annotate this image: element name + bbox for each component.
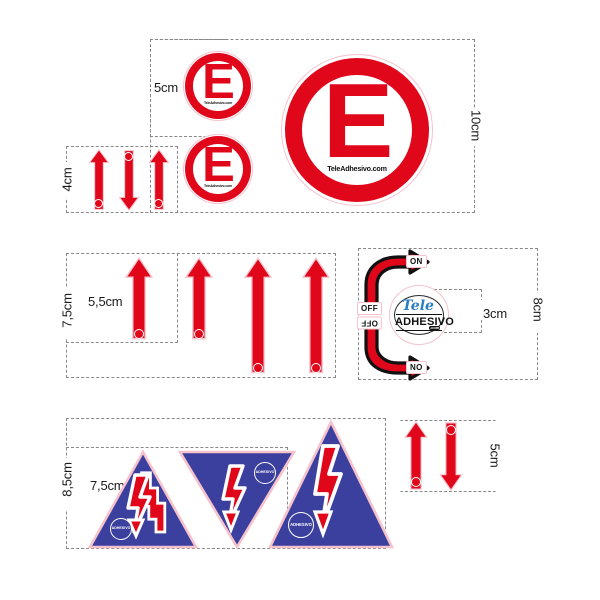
mask-5cm	[144, 72, 158, 106]
logo-badge-dot	[95, 200, 102, 207]
arrow-down-1[interactable]	[118, 149, 140, 212]
logo-badge	[411, 477, 421, 487]
logo-badge-label: ADHESIVO	[255, 470, 275, 475]
e-brand-text: TeleAdhesivo.com	[203, 101, 233, 105]
dim-label-5cm: 5cm	[154, 80, 178, 95]
pair-arrow-up-svg	[404, 420, 428, 490]
pair-arrow-down-svg	[439, 422, 463, 492]
tall-arrow-3-svg	[243, 257, 273, 374]
triangle-left[interactable]: ADHESIVO	[87, 449, 199, 550]
logo-rule-top	[396, 314, 442, 316]
logo-badge-triangle: ADHESIVO	[288, 512, 314, 538]
arrow-up-2[interactable]	[148, 148, 170, 211]
mask-3cm	[478, 300, 512, 320]
mask-75cm-bottom	[86, 458, 134, 478]
logo-badge-dot	[312, 364, 320, 372]
e-letter: E	[322, 62, 394, 180]
logo-badge-label: ADHESIVO	[290, 521, 312, 527]
logo-oval-border	[394, 295, 444, 335]
dim-label-8cm: 8cm	[530, 297, 546, 322]
e-ring-inner	[302, 75, 412, 185]
e-sign-small-top[interactable]: E TeleAdhesivo.com	[183, 51, 253, 121]
logo-badge-dot	[195, 330, 203, 338]
dim-label-55cm: 5,5cm	[88, 294, 123, 309]
tall-arrow-1[interactable]	[124, 255, 154, 343]
logo-rule-bottom	[396, 330, 442, 332]
triangle-middle[interactable]: ADHESIVO	[177, 450, 297, 550]
logo-badge	[154, 199, 163, 208]
mask-10cm	[468, 108, 482, 146]
tall-arrow-3[interactable]	[243, 255, 273, 377]
logo-tele-text: Tele	[402, 298, 434, 314]
e-ring-inner	[193, 144, 243, 194]
pair-arrow-up[interactable]	[403, 420, 429, 491]
dim-label-85cm: 8,5cm	[59, 462, 75, 497]
e-sign-small-bottom[interactable]: E TeleAdhesivo.com	[183, 134, 253, 204]
arrow-up-2-svg	[148, 148, 170, 210]
triangle-right[interactable]: ADHESIVO	[267, 419, 395, 550]
logo-badge	[94, 199, 103, 208]
logo-badge	[253, 363, 263, 373]
arrow-up-1-svg	[88, 148, 110, 210]
arrow-down-1-svg	[118, 150, 140, 212]
logo-badge-label: ADHESIVO	[111, 526, 131, 531]
tall-arrow-4-svg	[301, 257, 331, 374]
logo-badge-dot	[447, 426, 455, 434]
mask-4cm	[60, 162, 74, 198]
e-letter: E	[202, 138, 235, 192]
onoff-label-off-bottom: OFF	[357, 317, 382, 330]
pair-arrow-down[interactable]	[438, 421, 464, 492]
logo-badge-dot	[412, 478, 420, 486]
tall-arrow-4[interactable]	[301, 255, 331, 377]
dim-label-10cm: 10cm	[468, 110, 484, 141]
logo-badge-triangle: ADHESIVO	[254, 462, 276, 484]
teleadhesivo-logo[interactable]: Tele ADHESIVO .com	[389, 285, 454, 345]
logo-badge	[124, 152, 133, 161]
e-letter: E	[202, 55, 235, 109]
onoff-label-on: ON	[406, 255, 427, 268]
logo-badge	[311, 363, 321, 373]
dim-label-3cm: 3cm	[483, 306, 507, 321]
logo-badge-triangle: ADHESIVO	[110, 518, 132, 540]
tall-arrow-2[interactable]	[184, 255, 214, 343]
mask-55cm	[86, 288, 134, 308]
logo-badge-dot	[135, 330, 143, 338]
e-ring-inner	[193, 61, 243, 111]
onoff-decal[interactable]: ON OFF OFF NO	[357, 249, 442, 381]
triangle-right-svg	[267, 419, 395, 549]
e-sign-large[interactable]: E TeleAdhesivo.com	[281, 54, 433, 206]
logo-badge	[446, 425, 456, 435]
mask-8cm	[531, 293, 545, 333]
logo-adhesivo-text: ADHESIVO	[395, 316, 455, 328]
onoff-label-off-top: OFF	[357, 302, 382, 315]
arrow-up-1[interactable]	[88, 148, 110, 211]
e-brand-text: TeleAdhesivo.com	[327, 164, 387, 173]
dim-label-5cm-bottom: 5cm	[487, 443, 503, 468]
dim-label-4cm: 4cm	[59, 167, 75, 192]
dim-label-75cm-mid: 7,5cm	[59, 293, 75, 328]
mask-85cm	[60, 458, 74, 510]
mask-5cm-bottom	[488, 440, 502, 474]
logo-badge-dot	[125, 153, 132, 160]
logo-badge	[194, 329, 204, 339]
onoff-label-no: NO	[406, 361, 427, 374]
logo-com-text: .com	[429, 325, 441, 330]
mask-75cm-mid	[60, 288, 74, 338]
logo-badge	[134, 329, 144, 339]
dim-label-75cm-bottom: 7,5cm	[90, 478, 125, 493]
logo-badge-dot	[254, 364, 262, 372]
logo-badge-dot	[155, 200, 162, 207]
e-brand-text: TeleAdhesivo.com	[203, 184, 233, 188]
